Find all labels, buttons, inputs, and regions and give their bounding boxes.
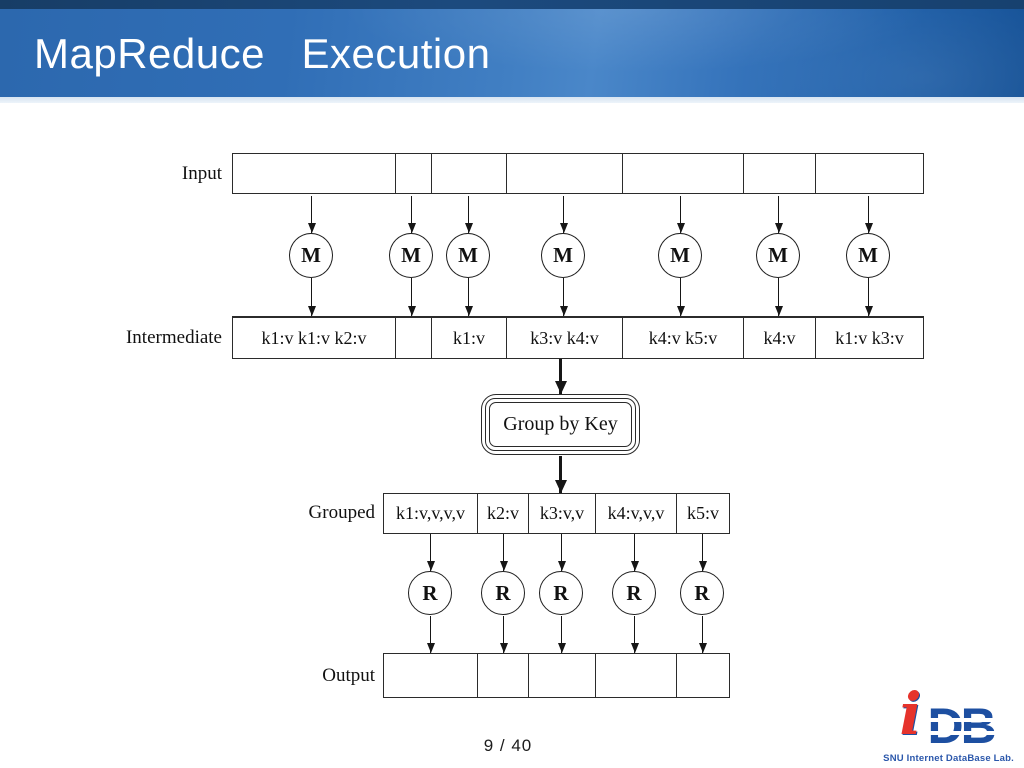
grouped-row: k1:v,v,v,v k2:v k3:v,v k4:v,v,v k5:v bbox=[383, 493, 730, 534]
intermediate-row-label: Intermediate bbox=[125, 327, 222, 348]
map-node: M bbox=[756, 233, 800, 278]
arrow-input-to-map bbox=[868, 196, 869, 233]
output-segment bbox=[596, 654, 677, 697]
reduce-node: R bbox=[612, 571, 656, 615]
logo-letter-i: i bbox=[899, 680, 922, 748]
arrow-grouped-to-reduce bbox=[503, 534, 504, 571]
intermediate-segment bbox=[396, 318, 432, 358]
input-segment bbox=[432, 154, 507, 193]
map-node: M bbox=[658, 233, 702, 278]
intermediate-segment: k4:v k5:v bbox=[623, 318, 744, 358]
arrow-input-to-map bbox=[778, 196, 779, 233]
intermediate-segment: k3:v k4:v bbox=[507, 318, 623, 358]
map-node: M bbox=[541, 233, 585, 278]
header-sheen bbox=[0, 0, 1024, 97]
input-segment bbox=[623, 154, 744, 193]
arrow-map-to-intermediate bbox=[311, 278, 312, 316]
idb-logo: i DB SNU Internet DataBase Lab. bbox=[883, 680, 1014, 764]
map-node: M bbox=[289, 233, 333, 278]
input-segment bbox=[744, 154, 816, 193]
arrow-input-to-map bbox=[563, 196, 564, 233]
reduce-node: R bbox=[539, 571, 583, 615]
arrow-map-to-intermediate bbox=[563, 278, 564, 316]
intermediate-segment: k1:v k3:v bbox=[835, 327, 904, 348]
reduce-node: R bbox=[680, 571, 724, 615]
grouped-row-label: Grouped bbox=[308, 502, 375, 523]
map-node: M bbox=[846, 233, 890, 278]
arrow-map-to-intermediate bbox=[680, 278, 681, 316]
idb-logo-mark: i DB bbox=[899, 680, 996, 755]
arrow-input-to-map bbox=[468, 196, 469, 233]
arrow-map-to-intermediate bbox=[868, 278, 869, 316]
slide-title: MapReduce Execution bbox=[34, 30, 491, 77]
group-by-key-box: Group by Key bbox=[481, 394, 640, 455]
arrow-reduce-to-output bbox=[561, 616, 562, 653]
logo-caption: SNU Internet DataBase Lab. bbox=[883, 753, 1014, 764]
logo-stripe bbox=[925, 718, 996, 722]
grouped-segment: k2:v bbox=[478, 494, 529, 533]
arrow-grouped-to-reduce bbox=[702, 534, 703, 571]
arrow-reduce-to-output bbox=[503, 616, 504, 653]
intermediate-segment: k1:v bbox=[432, 318, 507, 358]
output-row bbox=[383, 653, 730, 698]
logo-stripe bbox=[925, 731, 996, 735]
input-segment bbox=[396, 154, 432, 193]
arrow-groupbykey-to-grouped bbox=[559, 456, 562, 493]
header-underline bbox=[0, 97, 1024, 103]
arrow-grouped-to-reduce bbox=[561, 534, 562, 571]
arrow-input-to-map bbox=[680, 196, 681, 233]
group-by-key-label: Group by Key bbox=[489, 402, 632, 447]
group-by-key-middle-border: Group by Key bbox=[485, 398, 636, 451]
intermediate-segment: k1:v k1:v k2:v bbox=[233, 318, 396, 358]
grouped-segment: k4:v,v,v bbox=[596, 494, 677, 533]
input-segment bbox=[233, 154, 396, 193]
map-node: M bbox=[389, 233, 433, 278]
arrow-intermediate-to-groupbykey bbox=[559, 359, 562, 394]
output-segment bbox=[677, 654, 729, 697]
arrow-grouped-to-reduce bbox=[634, 534, 635, 571]
grouped-segment: k3:v,v bbox=[529, 494, 596, 533]
output-segment bbox=[384, 654, 478, 697]
mapreduce-diagram: Input Intermediate Grouped Output M M M … bbox=[0, 103, 1024, 728]
grouped-segment: k5:v bbox=[686, 503, 719, 523]
input-row-label: Input bbox=[181, 163, 222, 184]
grouped-segment: k1:v,v,v,v bbox=[384, 494, 478, 533]
input-segment bbox=[816, 154, 923, 193]
reduce-node: R bbox=[408, 571, 452, 615]
reduce-node: R bbox=[481, 571, 525, 615]
arrow-reduce-to-output bbox=[702, 616, 703, 653]
logo-letters-db: DB bbox=[927, 698, 996, 754]
header-gradient-bar bbox=[0, 0, 1024, 97]
arrow-grouped-to-reduce bbox=[430, 534, 431, 571]
input-row bbox=[232, 153, 924, 194]
output-segment bbox=[529, 654, 596, 697]
map-node: M bbox=[446, 233, 490, 278]
arrow-map-to-intermediate bbox=[411, 278, 412, 316]
header-top-strip bbox=[0, 0, 1024, 9]
arrow-reduce-to-output bbox=[634, 616, 635, 653]
arrow-map-to-intermediate bbox=[778, 278, 779, 316]
output-segment bbox=[478, 654, 529, 697]
arrow-map-to-intermediate bbox=[468, 278, 469, 316]
arrow-input-to-map bbox=[411, 196, 412, 233]
intermediate-segment: k4:v bbox=[744, 318, 816, 358]
arrow-reduce-to-output bbox=[430, 616, 431, 653]
input-segment bbox=[507, 154, 623, 193]
output-row-label: Output bbox=[322, 665, 375, 686]
intermediate-row: k1:v k1:v k2:v k1:v k3:v k4:v k4:v k5:v … bbox=[232, 316, 924, 359]
arrow-input-to-map bbox=[311, 196, 312, 233]
page-number: 9 / 40 bbox=[483, 736, 533, 755]
slide-header: MapReduce Execution bbox=[0, 0, 1024, 103]
